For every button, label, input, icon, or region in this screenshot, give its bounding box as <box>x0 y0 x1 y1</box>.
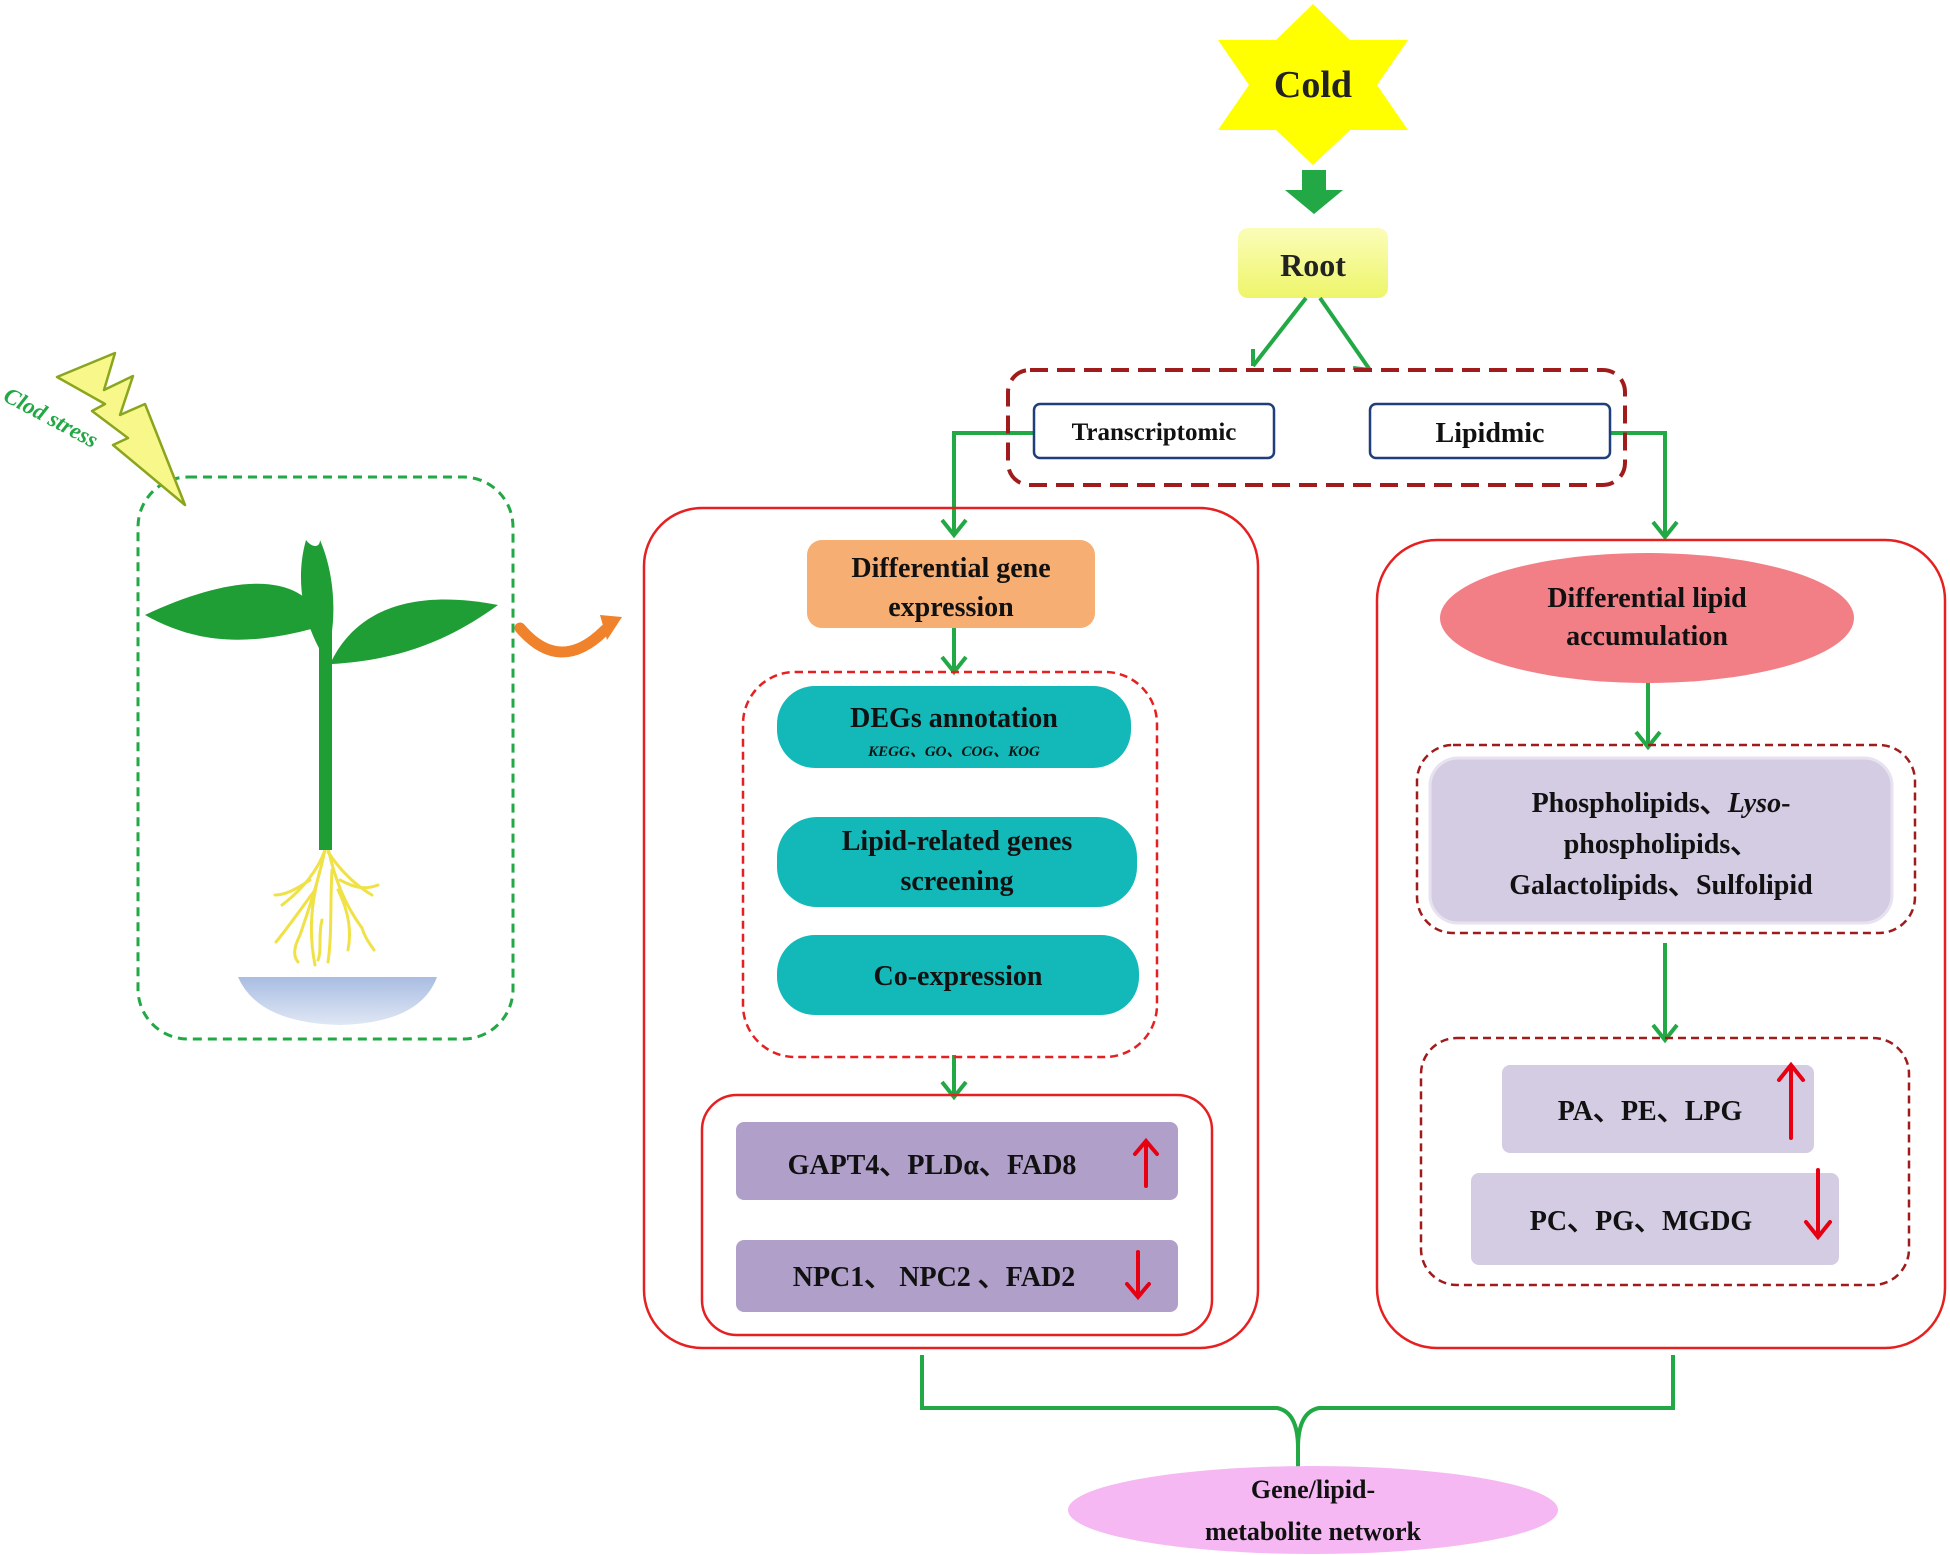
up-lipids-box <box>1502 1065 1814 1153</box>
network-ellipse <box>1068 1466 1558 1554</box>
up-arrow-icon <box>1777 1061 1805 1140</box>
network-node: Gene/lipid- metabolite network <box>1068 1466 1558 1554</box>
degs-annotation-sub: KEGG、GO、COG、KOG <box>867 744 1040 760</box>
lipid-classes-line2: phospholipids、 <box>1564 829 1759 860</box>
transcriptome-frame <box>642 506 1260 1350</box>
transcriptomic-box <box>1032 402 1276 460</box>
omics-group: Transcriptomic Lipidmic <box>1006 368 1627 487</box>
gene-results-frame <box>700 1093 1214 1337</box>
lightning-icon <box>55 351 187 507</box>
right-leaf <box>332 599 498 664</box>
lipidome-panel: Differential lipid accumulation Phosphol… <box>1375 538 1947 1350</box>
lipid-genes-line2: screening <box>900 866 1013 897</box>
plant-roots <box>273 843 380 967</box>
lipid-classes-line3: Galactolipids、Sulfolipid <box>1509 870 1813 901</box>
coexpression-label: Co-expression <box>873 961 1042 992</box>
coexpression-box <box>777 935 1139 1015</box>
transcriptome-panel: Differential gene expression DEGs annota… <box>642 506 1260 1350</box>
lipid-classes-dashed-frame <box>1415 743 1917 935</box>
curved-arrow-head <box>600 615 622 640</box>
up-lipids-label: PA、PE、LPG <box>1558 1096 1743 1127</box>
dge-box <box>807 540 1095 628</box>
root-box <box>1238 228 1388 298</box>
lipid-genes-box <box>777 817 1137 907</box>
cold-to-root-arrow <box>1285 170 1343 214</box>
down-arrow-icon <box>1804 1168 1832 1241</box>
connectors <box>920 296 1679 1468</box>
plant-stem <box>319 600 332 850</box>
plant-frame <box>136 475 515 1041</box>
degs-annotation-label: DEGs annotation <box>850 703 1058 734</box>
lipidmic-label: Lipidmic <box>1436 418 1545 449</box>
down-arrow-icon <box>1125 1250 1151 1301</box>
network-label-line1: Gene/lipid- <box>1251 1475 1375 1504</box>
lipid-genes-line1: Lipid-related genes <box>842 826 1073 857</box>
center-leaf <box>300 540 334 660</box>
stress-source: Cold Root <box>1218 4 1408 298</box>
cold-label: Cold <box>1274 64 1352 106</box>
up-genes-label: GAPT4、PLDα、FAD8 <box>788 1150 1077 1181</box>
dla-label-line1: Differential lipid <box>1547 583 1747 614</box>
lipid-classes-box <box>1428 756 1894 925</box>
cold-star <box>1218 4 1408 165</box>
left-leaf <box>145 583 322 640</box>
up-genes-box <box>736 1122 1178 1200</box>
transcriptomic-label: Transcriptomic <box>1072 419 1237 446</box>
down-lipids-label: PC、PG、MGDG <box>1530 1206 1753 1237</box>
up-arrow-icon <box>1133 1137 1159 1188</box>
lipidmic-box <box>1368 402 1612 460</box>
pot-bowl <box>238 977 437 1025</box>
curved-arrow-icon <box>514 622 611 658</box>
dla-ellipse <box>1440 553 1854 683</box>
lipid-classes-line1: Phospholipids、Lyso- <box>1532 788 1791 819</box>
root-label: Root <box>1280 247 1346 283</box>
dge-label-line1: Differential gene <box>851 553 1050 584</box>
dla-label-line2: accumulation <box>1566 621 1728 652</box>
network-label-line2: metabolite network <box>1205 1517 1421 1546</box>
down-lipids-box <box>1471 1173 1839 1265</box>
lipid-results-dashed-frame <box>1419 1036 1911 1287</box>
omics-dashed-frame <box>1006 368 1627 487</box>
lipidome-frame <box>1375 538 1947 1350</box>
dge-label-line2: expression <box>888 592 1014 623</box>
down-genes-label: NPC1、 NPC2 、FAD2 <box>793 1262 1076 1293</box>
plant-illustration: Clod stress <box>0 351 622 1041</box>
down-genes-box <box>736 1240 1178 1312</box>
degs-annotation-box <box>777 686 1131 768</box>
